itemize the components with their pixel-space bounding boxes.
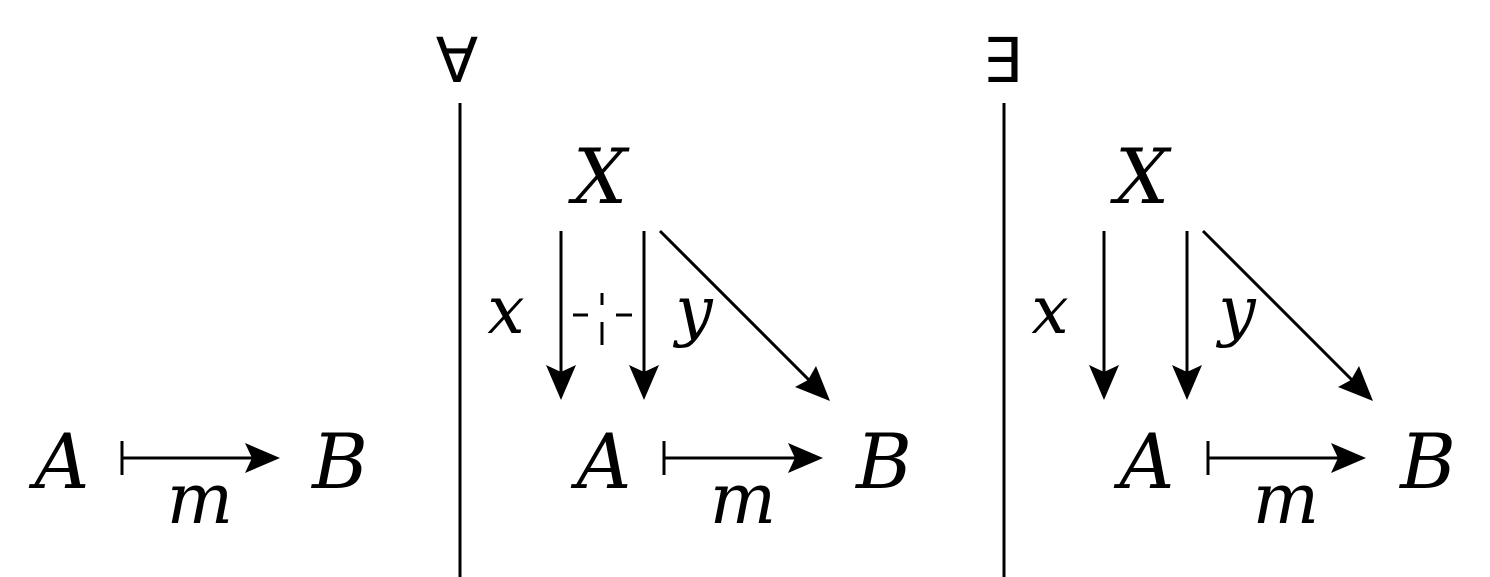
label-y: y (672, 272, 713, 349)
label-x: x (1031, 272, 1068, 349)
object-a: A (1114, 417, 1175, 506)
arrow-y-head (1172, 365, 1202, 400)
forall-symbol: ∀ (436, 24, 478, 97)
parallel-pair-mark (573, 293, 632, 345)
arrow-diagonal-shaft (658, 229, 814, 385)
arrow-diagonal-shaft (1201, 229, 1357, 385)
object-x: X (568, 132, 630, 221)
arrow-x-head (1089, 365, 1119, 400)
arrow-y-head (629, 365, 659, 400)
panel-plain: A B m (29, 417, 368, 540)
object-b: B (854, 417, 912, 506)
arrow-diagonal-head (1338, 366, 1373, 401)
object-x: X (1110, 132, 1172, 221)
object-b: B (1398, 417, 1456, 506)
label-y: y (1215, 272, 1256, 349)
panel-forall: X A B x y m (487, 132, 912, 540)
label-x: x (487, 272, 524, 349)
exists-symbol: ∃ (982, 24, 1021, 97)
arrow-m-head (245, 443, 280, 473)
object-a: A (571, 417, 632, 506)
label-m: m (710, 458, 776, 540)
divider-forall: ∀ (436, 24, 478, 577)
arrow-m-head (788, 443, 823, 473)
label-m: m (1253, 458, 1319, 540)
arrow-m-head (1331, 443, 1366, 473)
arrow-x-head (546, 365, 576, 400)
object-a: A (29, 417, 90, 506)
arrow-diagonal-head (795, 366, 830, 401)
object-b: B (310, 417, 368, 506)
label-m: m (167, 458, 233, 540)
panel-exists: X A B x y m (1031, 132, 1456, 540)
divider-exists: ∃ (982, 24, 1022, 577)
